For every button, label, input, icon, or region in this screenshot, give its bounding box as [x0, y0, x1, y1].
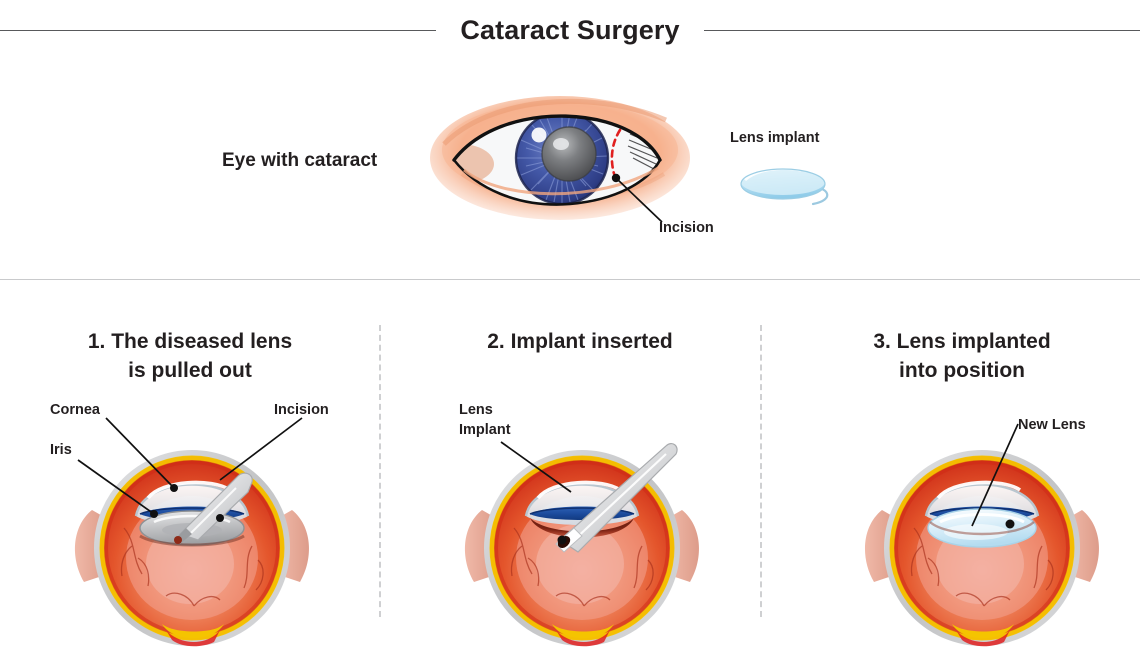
title-rule-right	[703, 29, 1140, 31]
panel-2-lens-line2: Implant	[459, 422, 511, 438]
panel-1-leader-lines	[77, 417, 303, 515]
lens-implant-illustration	[740, 166, 829, 206]
panel-2-lens-implant-label: Lens Implant	[459, 400, 529, 440]
panel-2-leader-line	[500, 441, 572, 493]
panel-3-eye-cross-section	[864, 450, 1100, 647]
panel-3-heading-line1: 3. Lens implanted	[873, 330, 1051, 353]
panel-1-heading-line1: 1. The diseased lens	[87, 330, 293, 353]
panel-2-eye-cross-section	[464, 442, 700, 647]
panel-1-iris-label: Iris	[50, 442, 72, 458]
panel-1-incision-label: Incision	[274, 402, 329, 418]
panel-3-new-lens-label: New Lens	[1018, 417, 1086, 433]
panel-2-heading: 2. Implant inserted	[418, 327, 742, 356]
page-title-row: Cataract Surgery	[0, 8, 1140, 52]
eye-with-cataract-label: Eye with cataract	[222, 150, 378, 171]
panel-2-lens-line1: Lens	[459, 402, 493, 418]
panel-3-heading-line2: into position	[899, 359, 1025, 382]
incision-label-top: Incision	[659, 220, 714, 236]
panel-divider-1	[379, 325, 381, 617]
panel-1-eye-cross-section	[74, 450, 310, 647]
panel-1-heading-line2: is pulled out	[128, 359, 252, 382]
eye-with-cataract-illustration	[430, 96, 690, 220]
panel-1-heading: 1. The diseased lens is pulled out	[28, 327, 352, 385]
title-rule-left	[0, 29, 437, 31]
page-title: Cataract Surgery	[460, 14, 680, 45]
panel-2-heading-line1: 2. Implant inserted	[487, 330, 673, 353]
panel-3-leader-line	[971, 423, 1019, 527]
section-separator	[0, 279, 1140, 280]
panel-1-cornea-label: Cornea	[50, 402, 100, 418]
panel-divider-2	[760, 325, 762, 617]
panel-3-heading: 3. Lens implanted into position	[800, 327, 1124, 385]
incision-leader-line	[615, 177, 663, 223]
lens-implant-label: Lens implant	[730, 130, 820, 146]
